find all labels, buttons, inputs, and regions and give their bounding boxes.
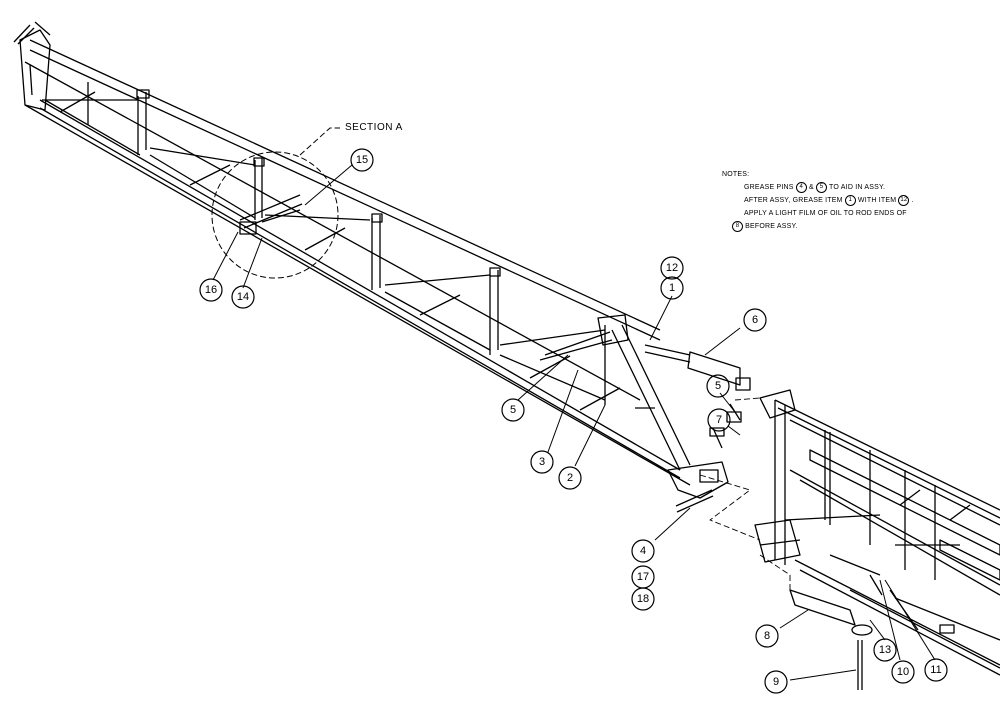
notes-line-2: AFTER ASSY, GREASE ITEM 1 WITH ITEM 12 . (722, 194, 914, 207)
notes-line-1-amp: & (808, 184, 814, 191)
notes-line-4: 8 BEFORE ASSY. (722, 220, 914, 233)
notes-line-1-text-b: TO AID IN ASSY. (829, 184, 886, 191)
callout-5-upper: 5 (715, 380, 721, 392)
callout-17: 17 (637, 571, 649, 583)
callout-11: 11 (930, 664, 941, 676)
callout-12: 12 (666, 262, 678, 274)
callout-13: 13 (879, 644, 891, 656)
callout-1: 1 (669, 282, 675, 294)
outer-boom-frame (754, 389, 1000, 690)
notes-line-4-text: BEFORE ASSY. (745, 223, 798, 230)
callout-9: 9 (773, 676, 779, 688)
notes-ref-1: 1 (844, 194, 856, 206)
callout-3: 3 (539, 456, 545, 468)
callout-10: 10 (897, 666, 909, 678)
notes-ref-8: 8 (732, 220, 743, 232)
notes-ref-12: 12 (898, 194, 910, 206)
main-boom-frame (13, 21, 729, 513)
notes-line-2-text-a: AFTER ASSY, GREASE ITEM (744, 197, 843, 204)
callout-4: 4 (640, 545, 646, 557)
notes-line-3: APPLY A LIGHT FILM OF OIL TO ROD ENDS OF (744, 210, 907, 217)
callout-16: 16 (205, 284, 217, 296)
callout-8: 8 (764, 630, 770, 642)
callout-5-lower: 5 (510, 404, 516, 416)
assembly-guides (699, 397, 791, 590)
notes-line-2-text-b: WITH ITEM (857, 197, 897, 204)
section-a-detail (211, 127, 340, 279)
notes-line-2-period: . (911, 197, 914, 204)
callout-2: 2 (567, 472, 573, 484)
hydraulic-cylinder (644, 344, 751, 449)
callout-18: 18 (637, 593, 649, 605)
callout-15: 15 (356, 154, 368, 166)
notes-ref-4: 4 (795, 181, 807, 193)
notes-block: NOTES: GREASE PINS 4 & 5 TO AID IN ASSY.… (722, 168, 914, 233)
notes-ref-5: 5 (816, 181, 828, 193)
section-a-parts (239, 194, 303, 235)
leader-lines (212, 164, 936, 681)
callout-7: 7 (716, 414, 722, 426)
callout-14: 14 (237, 291, 249, 303)
notes-line-1: GREASE PINS 4 & 5 TO AID IN ASSY. (722, 181, 914, 194)
notes-header: NOTES: (722, 171, 750, 178)
callout-circles (199, 148, 948, 694)
section-a-label: SECTION A (345, 122, 403, 133)
callout-6: 6 (752, 314, 758, 326)
notes-line-1-text-a: GREASE PINS (744, 184, 794, 191)
